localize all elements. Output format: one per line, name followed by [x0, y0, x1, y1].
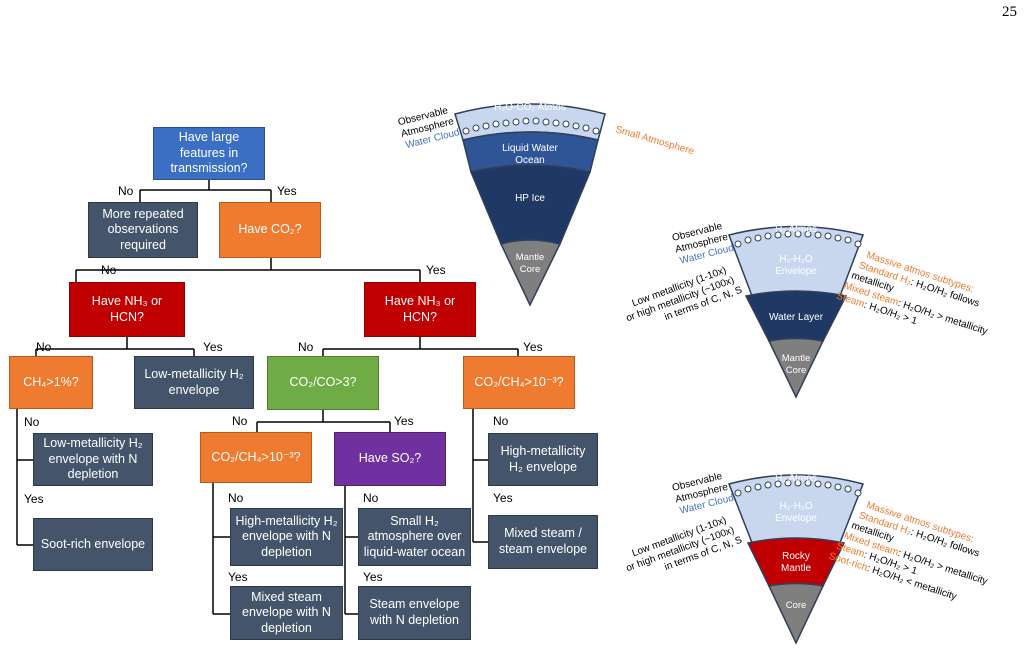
result-soot-rich: Soot-rich envelope — [33, 518, 153, 571]
question-large-features: Have large features in transmission? — [153, 127, 265, 180]
wedge-top-small-atmos: Small Atmosphere — [614, 124, 695, 157]
label-yes: Yes — [24, 492, 44, 506]
question-ch4: CH₄>1%? — [9, 356, 93, 409]
wedge-mid-layer1-line2: Envelope — [775, 266, 817, 277]
wedge-mid: H₂ Atmos H₂-H₂O Envelope Water Layer Man… — [625, 221, 989, 399]
label-yes: Yes — [523, 340, 543, 354]
wedge-top-ice-layer — [469, 164, 592, 245]
wedge-bot-core-label: Core — [786, 600, 807, 611]
wedge-top-core-line2: Core — [520, 264, 541, 275]
question-co2-ch4-right: CO₂/CH₄>10⁻³? — [463, 356, 575, 409]
wedge-mid-layer1-line1: H₂-H₂O — [779, 254, 813, 265]
wedge-top-atmos-label: H₂O-CO₂ Atmos — [494, 102, 566, 113]
result-low-metallicity: Low-metallicity H₂ envelope — [134, 356, 254, 409]
wedge-bot-atmos-label: H₂ Atmos — [775, 473, 817, 484]
label-yes: Yes — [277, 184, 297, 198]
question-have-nh3-left: Have NH₃ or HCN? — [69, 282, 185, 337]
question-co2-ch4-mid: CO₂/CH₄>10⁻³? — [200, 432, 312, 483]
wedge-mid-core-line1: Mantle — [782, 353, 811, 364]
page-number: 25 — [1002, 4, 1017, 20]
wedge-bot-layer2-line2: Mantle — [781, 563, 811, 574]
label-no: No — [493, 414, 509, 428]
wedge-top-layer2: HP Ice — [515, 193, 545, 204]
wedge-bot: H₂ Atmos H₂-H₂O Envelope Rocky Mantle Co… — [625, 471, 989, 645]
label-yes: Yes — [203, 340, 223, 354]
label-no: No — [298, 340, 314, 354]
wedge-bot-layer2-line1: Rocky — [782, 551, 810, 562]
question-have-nh3-right: Have NH₃ or HCN? — [364, 282, 476, 337]
wedge-mid-core-line2: Core — [786, 365, 807, 376]
label-yes: Yes — [426, 263, 446, 277]
label-no: No — [363, 491, 379, 505]
label-no: No — [24, 415, 40, 429]
label-no: No — [36, 340, 52, 354]
label-no: No — [228, 491, 244, 505]
result-low-met-n-depletion: Low-metallicity H₂ envelope with N deple… — [33, 433, 153, 486]
result-high-met-right: High-metallicity H₂ envelope — [488, 433, 598, 486]
result-steam-n: Steam envelope with N depletion — [358, 586, 471, 640]
question-co2-co: CO₂/CO>3? — [267, 356, 379, 410]
label-no: No — [232, 414, 248, 428]
question-have-co2: Have CO₂? — [219, 202, 321, 258]
wedge-mid-core — [767, 337, 825, 399]
wedge-top-layer1-line2: Ocean — [515, 155, 544, 166]
wedge-bot-layer1-line2: Envelope — [775, 513, 817, 524]
wedge-top-cloud-dots — [462, 117, 600, 135]
label-no: No — [101, 263, 117, 277]
wedge-bot-core — [767, 582, 825, 645]
label-yes: Yes — [394, 414, 414, 428]
result-small-h2: Small H₂ atmosphere over liquid-water oc… — [358, 508, 471, 566]
wedge-mid-layer2: Water Layer — [769, 312, 824, 323]
result-mixed-steam-n: Mixed steam envelope with N depletion — [230, 586, 343, 640]
wedge-top-layer1-line1: Liquid Water — [502, 143, 558, 154]
wedge-mid-atmos-label: H₂ Atmos — [775, 224, 817, 235]
label-yes: Yes — [228, 570, 248, 584]
wedge-top: H₂O-CO₂ Atmos Liquid Water Ocean HP Ice … — [397, 102, 696, 307]
wedge-top-core — [499, 239, 562, 307]
wedge-top-core-line1: Mantle — [516, 252, 545, 263]
wedge-mid-cloud-dots — [734, 230, 862, 248]
label-yes: Yes — [363, 570, 383, 584]
wedge-bot-cloud-dots — [734, 479, 862, 497]
question-have-so2: Have SO₂? — [334, 432, 446, 486]
wedge-bot-layer1-line1: H₂-H₂O — [779, 501, 813, 512]
label-yes: Yes — [493, 491, 513, 505]
result-high-met-n-depletion: High-metallicity H₂ envelope with N depl… — [230, 508, 343, 566]
label-no: No — [118, 184, 134, 198]
result-more-observations: More repeated observations required — [88, 202, 198, 258]
result-mixed-steam-right: Mixed steam / steam envelope — [488, 515, 598, 569]
